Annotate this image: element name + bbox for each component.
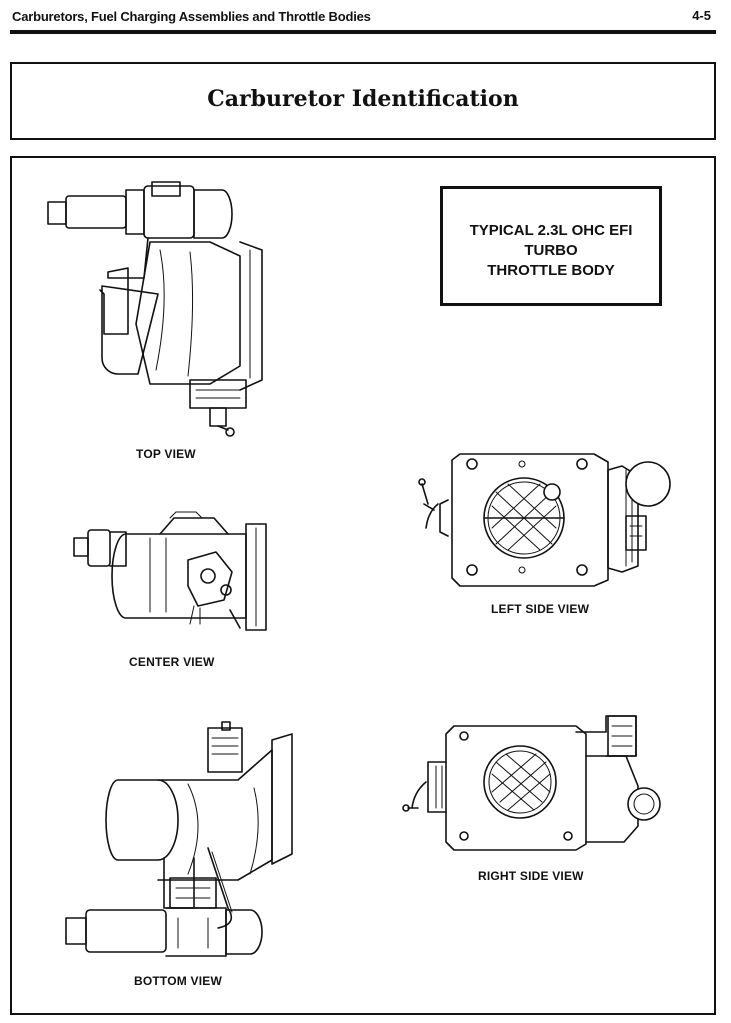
- running-header-title: Carburetors, Fuel Charging Assemblies an…: [12, 9, 371, 24]
- top-view-label: TOP VIEW: [136, 447, 196, 461]
- callout-box: TYPICAL 2.3L OHC EFI TURBO THROTTLE BODY: [440, 186, 662, 306]
- page-number: 4-5: [692, 8, 711, 23]
- center-view-label: CENTER VIEW: [129, 655, 215, 669]
- illustration-panel: [10, 156, 716, 1015]
- right-side-view-label: RIGHT SIDE VIEW: [478, 869, 584, 883]
- left-side-view-label: LEFT SIDE VIEW: [491, 602, 590, 616]
- title-box: Carburetor Identification: [10, 62, 716, 140]
- top-view-illustration: [47, 181, 263, 437]
- bottom-view-label: BOTTOM VIEW: [134, 974, 222, 988]
- header-rule: [10, 30, 716, 34]
- callout-text: TYPICAL 2.3L OHC EFI TURBO THROTTLE BODY: [469, 222, 633, 279]
- bottom-view-illustration: [65, 721, 293, 957]
- center-view-illustration: [73, 511, 267, 631]
- page-title: Carburetor Identification: [207, 86, 519, 112]
- right-side-view-illustration: [402, 715, 661, 851]
- left-side-view-illustration: [418, 453, 671, 587]
